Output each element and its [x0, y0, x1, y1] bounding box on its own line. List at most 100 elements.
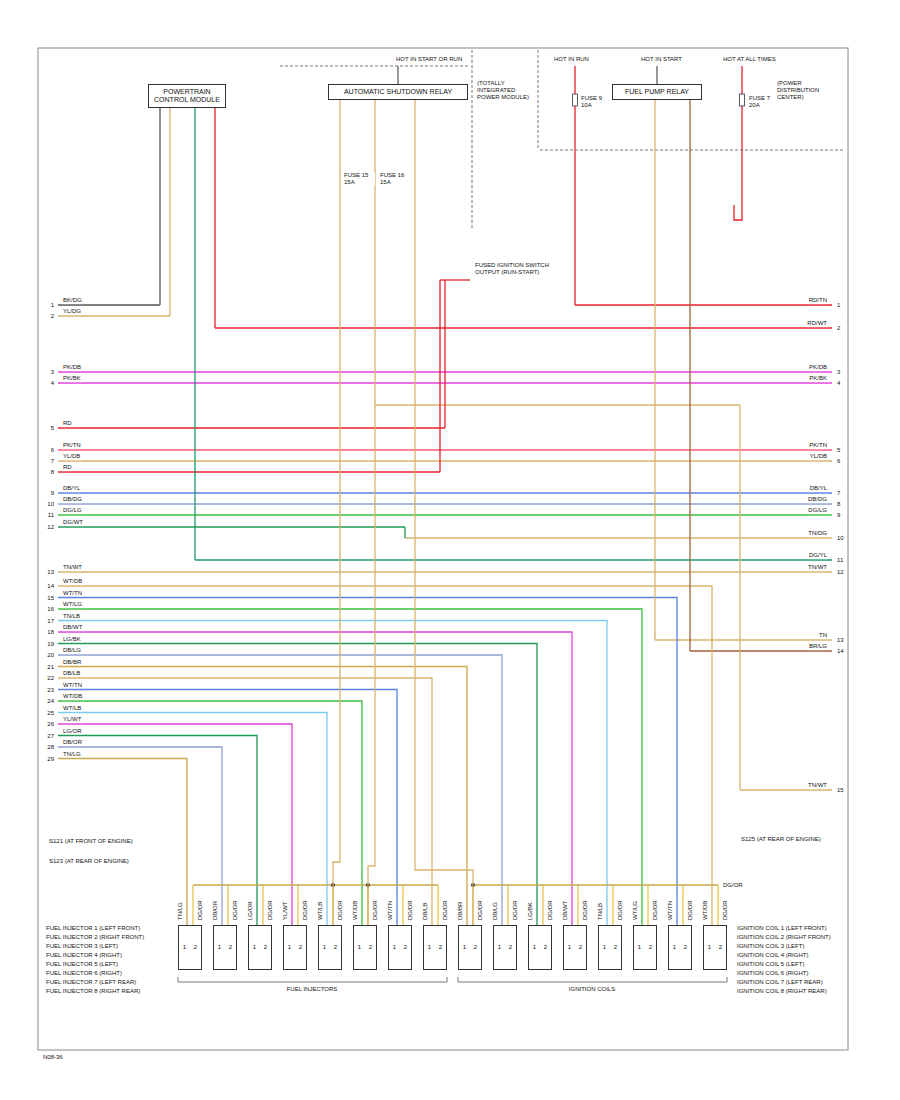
wire-color-label: DB/LG — [492, 901, 499, 921]
wire-color-label: DG/OR — [722, 882, 744, 889]
wire-color-label: DB/LB — [62, 670, 81, 677]
note-label: IGNITION COIL 6 (RIGHT) — [736, 970, 846, 977]
pin-number: 10 — [836, 535, 845, 542]
pin-number: 8 — [836, 501, 841, 508]
pin-number: 2 — [544, 944, 547, 951]
wire-color-label: DB/BR — [62, 659, 82, 666]
wire — [227, 885, 228, 925]
pin-number: 17 — [46, 617, 55, 624]
pin-number: 3 — [836, 369, 841, 376]
note-label: FUEL INJECTOR 8 (RIGHT REAR) — [45, 988, 177, 995]
wire — [734, 205, 742, 220]
wire-color-label: DG/OR — [372, 899, 379, 921]
group-bracket — [178, 977, 447, 982]
wire — [58, 736, 257, 926]
module-box: POWERTRAIN CONTROL MODULE — [148, 84, 226, 108]
wire — [405, 537, 832, 538]
wire — [404, 527, 405, 538]
pin-number: 5 — [50, 425, 55, 432]
wire — [58, 678, 432, 925]
wire-color-label: DB/DG — [807, 496, 828, 503]
component-box: 12 — [213, 925, 237, 970]
wire-color-label: DB/BR — [457, 901, 464, 921]
pin-number: 2 — [299, 944, 302, 951]
wire — [58, 655, 502, 925]
wire-color-label: TN/LG — [62, 751, 82, 758]
pin-number: 2 — [369, 944, 372, 951]
pin-number: 2 — [684, 944, 687, 951]
pin-number: 2 — [439, 944, 442, 951]
wire-color-label: PK/TN — [808, 442, 828, 449]
wire — [717, 885, 718, 925]
wire-color-label: YL/WT — [62, 716, 82, 723]
pin-number: 25 — [46, 709, 55, 716]
wire-color-label: DG/OR — [617, 899, 624, 921]
pin-number: 2 — [229, 944, 232, 951]
component-box: 12 — [283, 925, 307, 970]
component-box: 12 — [633, 925, 657, 970]
wire-color-label: LG/BK — [527, 901, 534, 921]
wire-color-label: WT/TN — [62, 590, 83, 597]
wire — [58, 586, 712, 925]
component-name: POWERTRAIN CONTROL MODULE — [152, 88, 222, 104]
pin-number: 18 — [46, 629, 55, 636]
component-box: 12 — [248, 925, 272, 970]
wire — [194, 108, 195, 560]
wire-color-label: DB/WT — [562, 900, 569, 921]
pin-number: 14 — [836, 648, 845, 655]
pin-number: 20 — [46, 652, 55, 659]
wire-color-label: DB/OR — [62, 739, 83, 746]
page-frame — [38, 48, 848, 1050]
pin-number: 1 — [428, 944, 431, 951]
pin-number: 1 — [836, 302, 841, 309]
wire-color-label: PK/DB — [808, 364, 828, 371]
wire — [473, 884, 718, 885]
pin-number: 7 — [50, 458, 55, 465]
wire-color-label: DB/OR — [212, 900, 219, 921]
note-label: S121 (AT FRONT OF ENGINE) — [48, 838, 175, 845]
pin-number: 2 — [509, 944, 512, 951]
note-label: IGNITION COIL 4 (RIGHT) — [736, 952, 846, 959]
pin-number: 2 — [719, 944, 722, 951]
fuse-symbol — [573, 94, 578, 106]
wire-color-label: DG/OR — [512, 899, 519, 921]
wire-color-label: DG/OR — [267, 899, 274, 921]
component-box: 12 — [528, 925, 552, 970]
feed-wire — [368, 100, 375, 925]
pin-number: 15 — [836, 787, 845, 794]
wire-color-label: TN/LB — [62, 613, 81, 620]
wire — [439, 280, 440, 472]
pin-number: 1 — [323, 944, 326, 951]
wire — [437, 885, 438, 925]
wire-color-label: WT/DB — [62, 578, 83, 585]
component-box: 12 — [493, 925, 517, 970]
wire — [58, 747, 222, 925]
pin-number: 1 — [183, 944, 186, 951]
wire — [58, 503, 832, 504]
pin-number: 1 — [568, 944, 571, 951]
pin-number: 1 — [498, 944, 501, 951]
wire — [58, 667, 467, 926]
wire-color-label: YL/DB — [62, 453, 81, 460]
wire-color-label: WT/LB — [317, 901, 324, 921]
component-name: AUTOMATIC SHUTDOWN RELAY — [332, 88, 464, 96]
pin-number: 16 — [46, 606, 55, 613]
pin-number: 2 — [649, 944, 652, 951]
note-label: FUEL INJECTOR 1 (LEFT FRONT) — [45, 925, 177, 932]
component-box: 12 — [563, 925, 587, 970]
wire — [58, 701, 362, 925]
wire-color-label: DG/OR — [232, 899, 239, 921]
note-label: FUSE 16 15A — [379, 172, 413, 186]
component-box: 12 — [458, 925, 482, 970]
component-box: 12 — [598, 925, 622, 970]
relay-box: FUEL PUMP RELAY — [612, 84, 702, 100]
pin-number: 1 — [288, 944, 291, 951]
wire-color-label: PK/BK — [808, 375, 828, 382]
pin-number: 12 — [46, 524, 55, 531]
pin-number: 24 — [46, 698, 55, 705]
wire — [575, 304, 832, 305]
pin-number: 6 — [50, 447, 55, 454]
wire — [612, 885, 613, 925]
wire — [58, 492, 832, 493]
pin-number: 22 — [46, 675, 55, 682]
